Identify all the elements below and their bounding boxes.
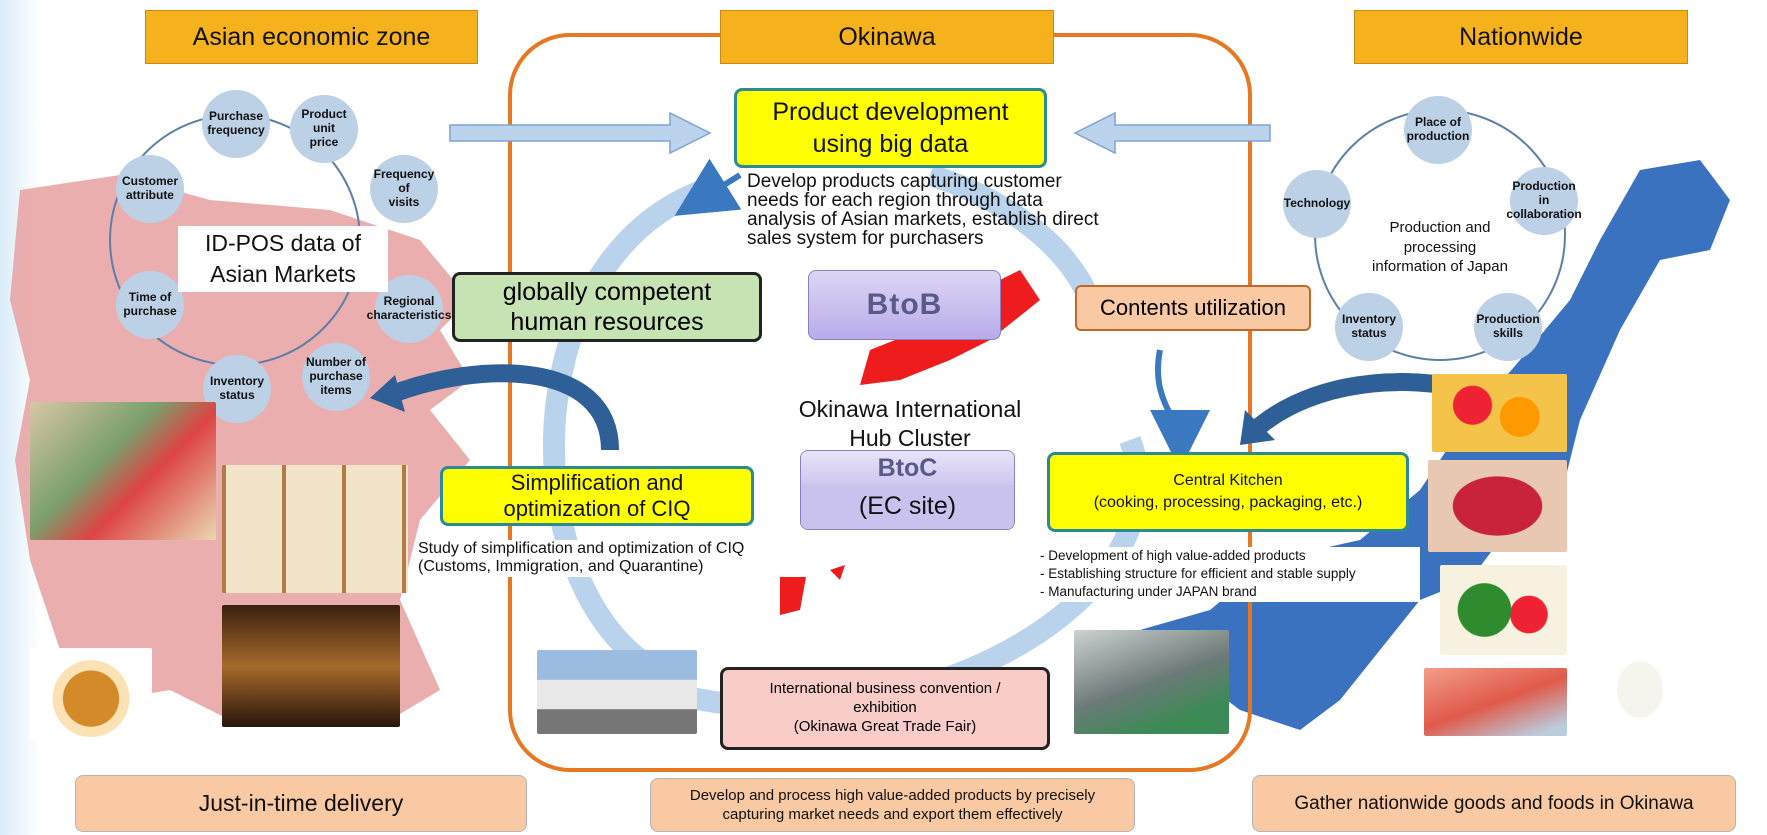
central-kitchen-box: Central Kitchen (cooking, processing, pa… (1047, 452, 1409, 532)
bento-box-photo (222, 465, 408, 593)
product-development-box: Product development using big data (734, 88, 1047, 168)
header-nationwide: Nationwide (1354, 10, 1688, 64)
header-asian-economic-zone: Asian economic zone (145, 10, 478, 64)
hub-cluster-label: Okinawa International Hub Cluster (798, 396, 1022, 451)
bottom-gather-nationwide: Gather nationwide goods and foods in Oki… (1252, 775, 1736, 832)
restaurant-photo (222, 605, 400, 727)
node-production-in-collaboration: Production in collaboration (1506, 167, 1582, 235)
contents-utilization-box: Contents utilization (1075, 285, 1311, 331)
node-inventory-status-left: Inventory status (203, 355, 271, 423)
ec-site-label: (EC site) (801, 485, 1014, 529)
node-time-of-purchase: Time of purchase (116, 271, 184, 339)
convention-box: International business convention / exhi… (720, 667, 1050, 750)
central-kitchen-description: - Development of high value-added produc… (1040, 547, 1420, 602)
fish-photo (1424, 668, 1567, 736)
btoc-box: BtoC (EC site) (800, 450, 1015, 530)
milk-photo (1600, 640, 1680, 730)
node-technology: Technology (1283, 170, 1351, 238)
node-place-of-production: Place of production (1404, 96, 1472, 164)
node-customer-attribute: Customer attribute (116, 155, 184, 223)
meat-photo (1428, 460, 1567, 552)
store-shelf-photo (30, 402, 216, 540)
node-production-skills: Production skills (1474, 293, 1542, 361)
node-inventory-status-right: Inventory status (1335, 293, 1403, 361)
btob-box: BtoB (808, 270, 1001, 340)
fruit-photo (1432, 374, 1567, 452)
bottom-just-in-time: Just-in-time delivery (75, 775, 527, 832)
btoc-label: BtoC (801, 451, 1014, 485)
node-frequency-of-visits: Frequency of visits (370, 155, 438, 223)
node-number-of-purchase-items: Number of purchase items (302, 343, 370, 411)
header-okinawa: Okinawa (720, 10, 1054, 64)
warehouse-photo (537, 650, 697, 734)
cake-photo (30, 648, 152, 740)
product-development-description: Develop products capturing customer need… (747, 171, 1099, 249)
production-info-label: Production and processing information of… (1372, 219, 1508, 275)
ciq-box: Simplification and optimization of CIQ (440, 466, 754, 526)
id-pos-label: ID-POS data of Asian Markets (178, 226, 388, 293)
node-purchase-frequency: Purchase frequency (202, 90, 270, 158)
node-regional-characteristics: Regional characteristics (367, 275, 451, 343)
node-product-unit-price: Product unit price (290, 95, 358, 163)
kitchen-photo (1074, 630, 1229, 734)
bottom-develop-process: Develop and process high value-added pro… (650, 778, 1135, 832)
ciq-description: Study of simplification and optimization… (418, 540, 818, 577)
vegetables-photo (1440, 565, 1567, 655)
human-resources-box: globally competent human resources (452, 272, 762, 342)
